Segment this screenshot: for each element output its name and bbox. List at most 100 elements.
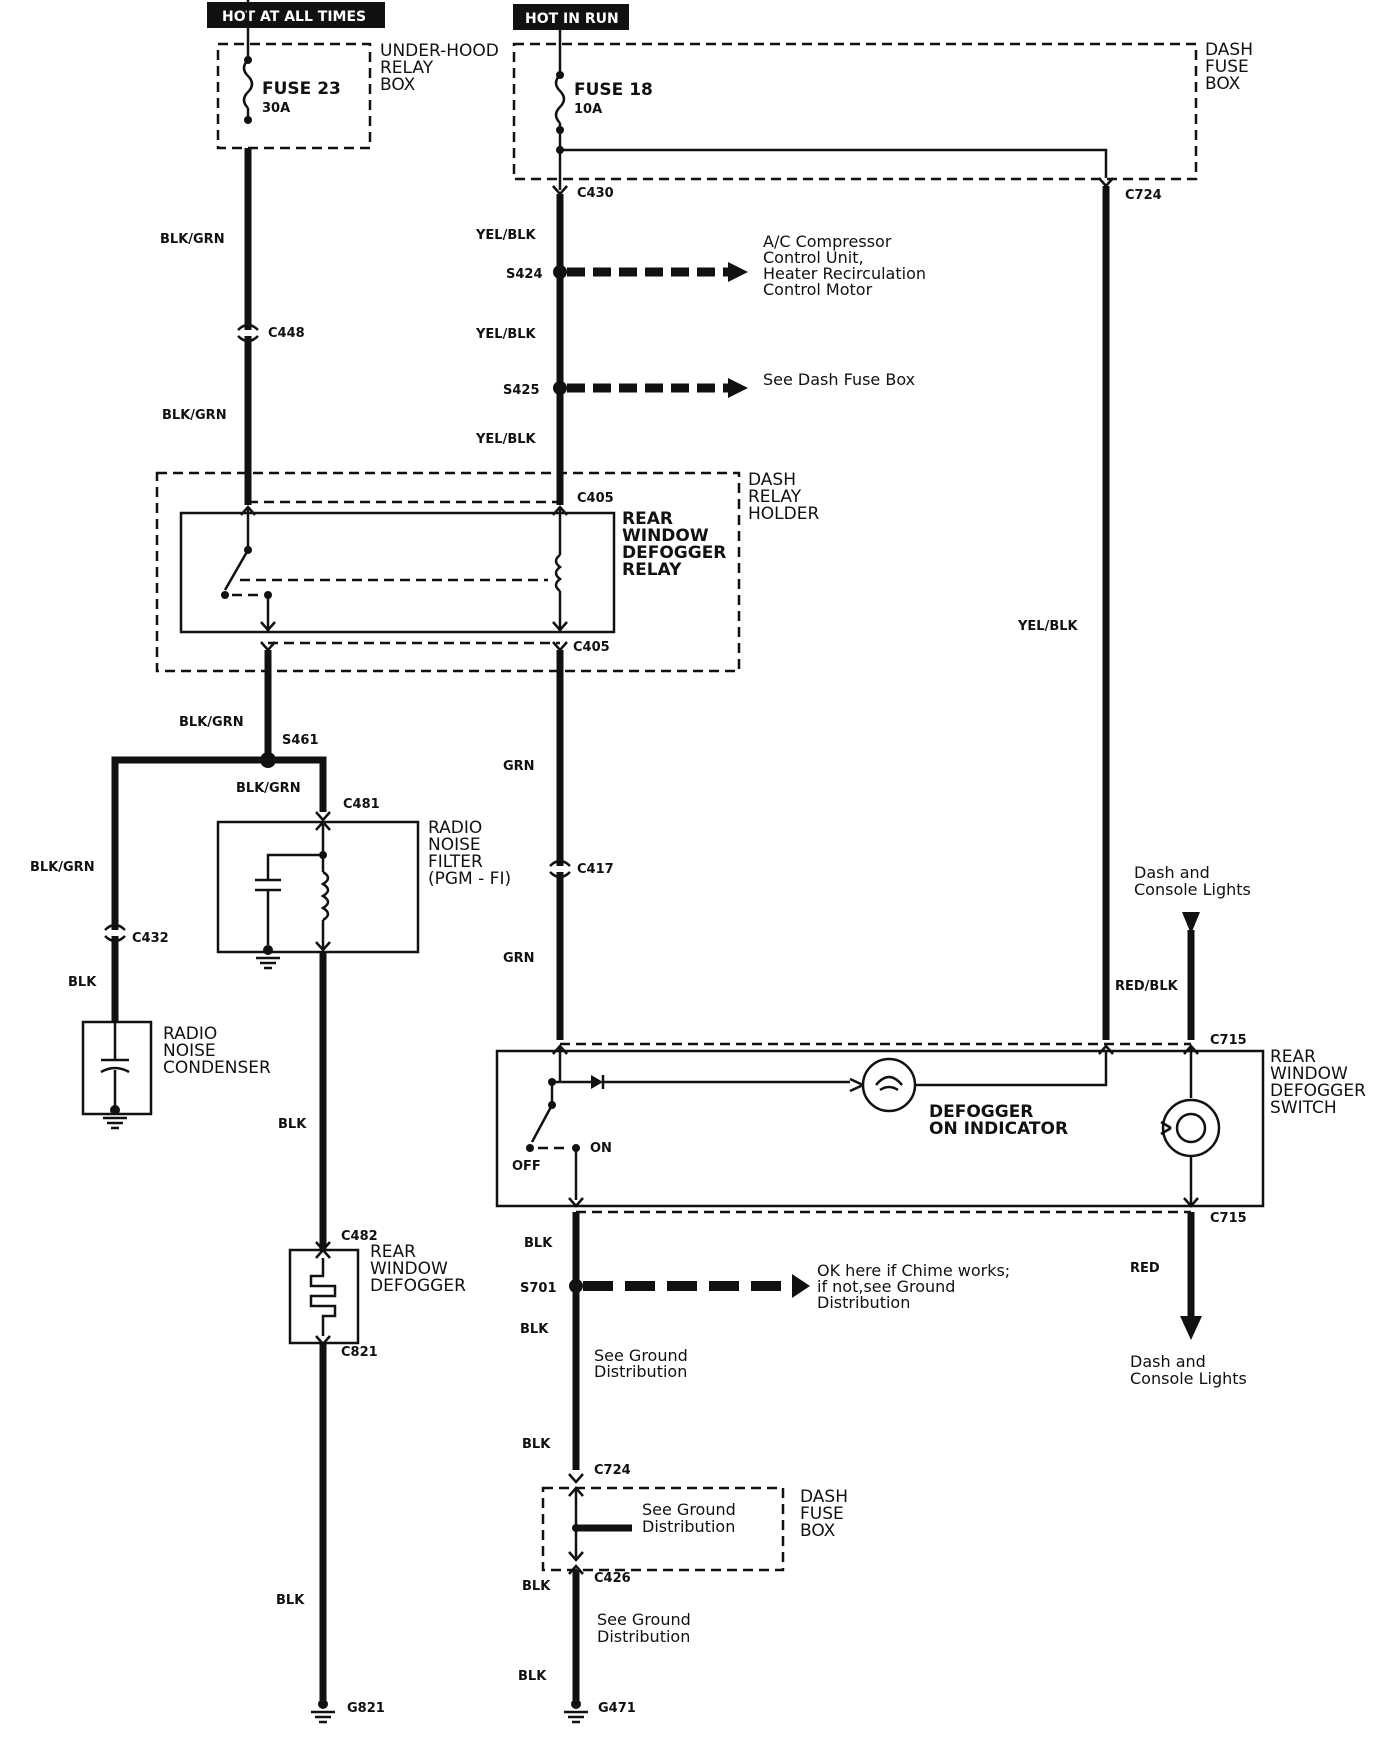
wire-label-blk-grn-1: BLK/GRN [160,232,225,247]
wire-label-blk-grn-3: BLK/GRN [179,715,244,730]
connector-c715-bottom: C715 [1210,1211,1247,1226]
fuse-23-label: FUSE 23 [262,79,341,99]
ground-icon-g471 [564,1699,588,1724]
wire-label-blk-3: BLK [276,1593,305,1608]
relay-label-2: WINDOW [622,526,709,546]
note-ac-line-2: Control Unit, [763,248,864,267]
rear-defogger-label: REAR [370,1242,416,1262]
defogger-grid-icon [309,1258,337,1336]
fuse-18-icon [554,74,566,124]
note-dash-console-bottom: Dash and [1130,1352,1206,1371]
wire-label-blk-8: BLK [518,1669,547,1684]
note-dash-console-top: Dash and [1134,863,1210,882]
rear-defogger-label-3: DEFOGGER [370,1276,466,1296]
switch-lamp-icon [1161,1098,1221,1158]
indicator-label-2: ON INDICATOR [929,1119,1068,1139]
wire-label-yel-blk-2: YEL/BLK [475,327,537,342]
connector-c405-bottom: C405 [573,640,610,655]
connector-c448: C448 [268,326,305,341]
connector-c724-bottom: C724 [594,1463,631,1478]
svg-text:HOT AT ALL TIMES: HOT AT ALL TIMES [222,9,366,25]
dash-fuse-box-bottom-outline [541,1486,785,1572]
switch-label-3: DEFOGGER [1270,1081,1366,1101]
note-ac-line-1: A/C Compressor [763,232,892,251]
fuse-23-rating: 30A [262,101,290,116]
defogger-indicator-bulb-icon [861,1057,917,1113]
rear-window-defogger-relay [179,511,616,634]
connector-c715-top: C715 [1210,1033,1247,1048]
connector-c426: C426 [594,1571,631,1586]
note-see-ground-2b: Distribution [642,1517,735,1536]
note-ac-line-3: Heater Recirculation [763,264,926,283]
switch-on-label: ON [590,1141,612,1156]
note-chime-2: if not,see Ground [817,1277,955,1296]
ground-g821-label: G821 [347,1701,385,1716]
rear-window-defogger-switch [495,1049,1265,1208]
wire-label-blk-5: BLK [520,1322,549,1337]
splice-s701-label: S701 [520,1281,557,1296]
wire-label-yel-blk-right: YEL/BLK [1017,619,1079,634]
under-hood-label-2: RELAY [380,58,434,78]
relay-label: REAR [622,509,673,529]
dash-fuse-box-bottom-label-3: BOX [800,1521,836,1541]
switch-label-4: SWITCH [1270,1098,1337,1118]
note-see-ground-1b: Distribution [594,1362,687,1381]
indicator-label: DEFOGGER [929,1102,1033,1122]
splice-s461-label: S461 [282,733,319,748]
switch-label: REAR [1270,1047,1316,1067]
filter-coil-icon [320,870,330,922]
dash-fuse-box-bottom-label: DASH [800,1487,848,1507]
under-hood-label: UNDER-HOOD [380,41,499,61]
wire-label-blk-7: BLK [522,1579,551,1594]
filter-label: RADIO [428,818,482,838]
splice-s424 [553,265,567,279]
wire-label-blk-grn-5: BLK/GRN [30,860,95,875]
condenser-label: RADIO [163,1024,217,1044]
fuse-18-rating: 10A [574,102,602,117]
note-see-ground-2: See Ground [642,1500,736,1519]
relay-label-3: DEFOGGER [622,543,726,563]
connector-c405-top: C405 [577,491,614,506]
rear-defogger-label-2: WINDOW [370,1259,448,1279]
note-dash-console-bottom-2: Console Lights [1130,1369,1247,1388]
splice-s425 [553,381,567,395]
under-hood-label-3: BOX [380,75,416,95]
note-dash-console-top-2: Console Lights [1134,880,1251,899]
dash-relay-holder-label-3: HOLDER [748,504,819,524]
wire-label-blk-grn-4: BLK/GRN [236,781,301,796]
connector-c482: C482 [341,1229,378,1244]
connector-c432: C432 [132,931,169,946]
fuse-18-label: FUSE 18 [574,80,653,100]
filter-label-2: NOISE [428,835,481,855]
wire-label-yel-blk-3: YEL/BLK [475,432,537,447]
note-chime-3: Distribution [817,1293,910,1312]
connector-c724-top: C724 [1125,188,1162,203]
wire-label-red: RED [1130,1261,1160,1276]
relay-coil-icon [554,554,563,592]
note-chime: OK here if Chime works; [817,1261,1010,1280]
wire-label-grn-1: GRN [503,759,535,774]
dash-fuse-box-label: DASH [1205,40,1253,60]
dash-relay-holder-label-2: RELAY [748,487,802,507]
ground-icon-condenser [103,1116,127,1130]
switch-label-2: WINDOW [1270,1064,1348,1084]
ground-icon-g821 [311,1699,335,1724]
dash-relay-holder-outline [155,471,741,673]
wire-label-blk-4: BLK [524,1236,553,1251]
filter-label-4: (PGM - FI) [428,869,511,889]
wire-label-red-blk: RED/BLK [1115,979,1179,994]
ground-icon-filter [256,956,280,970]
wire-label-blk-grn-2: BLK/GRN [162,408,227,423]
connector-c430: C430 [577,186,614,201]
connector-c821: C821 [341,1345,378,1360]
splice-s425-label: S425 [503,383,540,398]
condenser-label-2: NOISE [163,1041,216,1061]
arrow-down-icon [1182,912,1200,934]
arrow-down-icon-bottom [1180,1316,1202,1340]
wire-label-blk-2: BLK [278,1117,307,1132]
dash-relay-holder-label: DASH [748,470,796,490]
wire-label-yel-blk-1: YEL/BLK [475,228,537,243]
filter-label-3: FILTER [428,852,483,872]
svg-text:HOT IN RUN: HOT IN RUN [525,11,619,27]
